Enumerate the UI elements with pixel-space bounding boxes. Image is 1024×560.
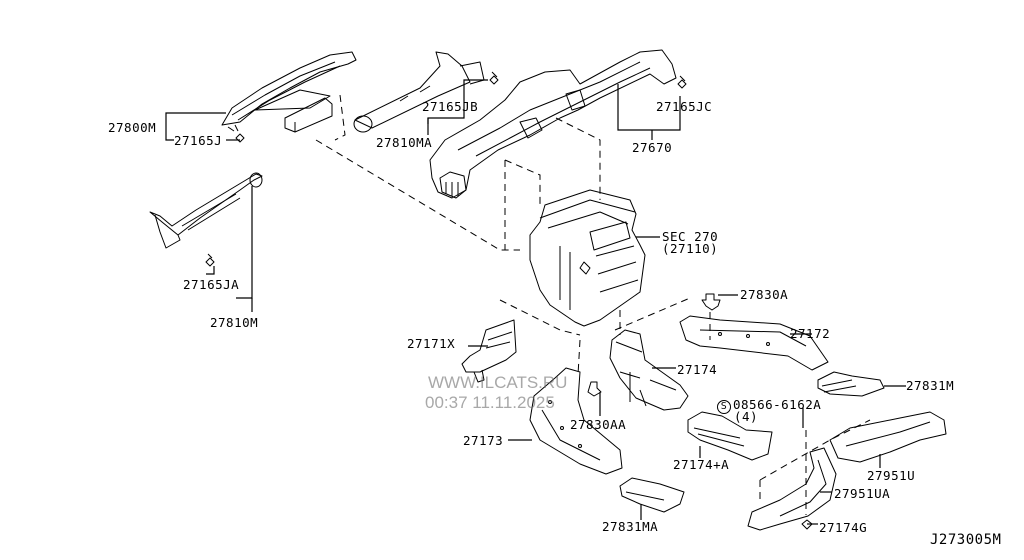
watermark-site: WWW.ILCATS.RU [428,373,568,392]
screw-part-number: 08566-6162A [733,397,822,412]
label-27951U[interactable]: 27951U [867,468,916,483]
clip-27165J[interactable] [227,124,245,143]
label-27830A[interactable]: 27830A [740,287,789,302]
label-27171X[interactable]: 27171X [407,336,456,351]
clip-27165JC[interactable] [677,75,687,89]
label-27165JB[interactable]: 27165JB [422,99,479,114]
center-duct-27670[interactable] [429,49,677,199]
clip-27830A[interactable] [701,293,721,311]
duct-27173[interactable] [529,367,623,475]
s-circle-icon: S [717,400,731,414]
connector-line [577,339,581,376]
heater-unit-sec270[interactable] [529,189,646,327]
label-27172[interactable]: 27172 [790,326,831,341]
side-duct-27810MA[interactable] [353,51,485,133]
diagram-code: J273005M [930,532,1002,548]
defroster-nozzle-27800M[interactable] [221,51,357,133]
connector-line [555,117,601,200]
connector-line [334,94,346,141]
label-27670[interactable]: 27670 [632,140,673,155]
duct-27174A[interactable] [687,411,773,461]
label-27830AA[interactable]: 27830AA [570,417,627,432]
label-screw-qty: (4) [734,409,759,424]
connector-line [504,159,541,205]
nozzle-27831M[interactable] [817,371,885,397]
clip-27830AA[interactable] [587,381,602,397]
clip-27165JA[interactable] [205,253,215,267]
label-27810M[interactable]: 27810M [210,315,259,330]
duct-27951U[interactable] [829,411,947,463]
duct-27171X[interactable] [461,319,517,383]
duct-27172[interactable] [679,315,829,371]
nozzle-27831MA[interactable] [619,477,685,513]
label-27110[interactable]: (27110) [662,241,719,256]
label-sec-270[interactable]: SEC 270 [662,229,719,244]
label-27174G[interactable]: 27174G [819,520,868,535]
label-27174A[interactable]: 27174+A [673,457,730,472]
side-duct-27810M[interactable] [149,172,263,249]
label-27165JC[interactable]: 27165JC [656,99,713,114]
leader-lines [165,79,906,525]
duct-27174[interactable] [609,329,689,411]
label-27800M[interactable]: 27800M [108,120,157,135]
label-27951UA[interactable]: 27951UA [834,486,891,501]
clip-27165JB[interactable] [489,71,499,85]
label-27174[interactable]: 27174 [677,362,718,377]
label-27173[interactable]: 27173 [463,433,504,448]
connector-line [614,297,691,331]
label-27165J[interactable]: 27165J [174,133,223,148]
watermark-timestamp: 00:37 11.11.2025 [425,393,555,412]
label-27831MA[interactable]: 27831MA [602,519,659,534]
label-27165JA[interactable]: 27165JA [183,277,240,292]
label-27831M[interactable]: 27831M [906,378,955,393]
connector-line [759,419,871,481]
duct-27951UA[interactable] [747,447,837,531]
label-27810MA[interactable]: 27810MA [376,135,433,150]
